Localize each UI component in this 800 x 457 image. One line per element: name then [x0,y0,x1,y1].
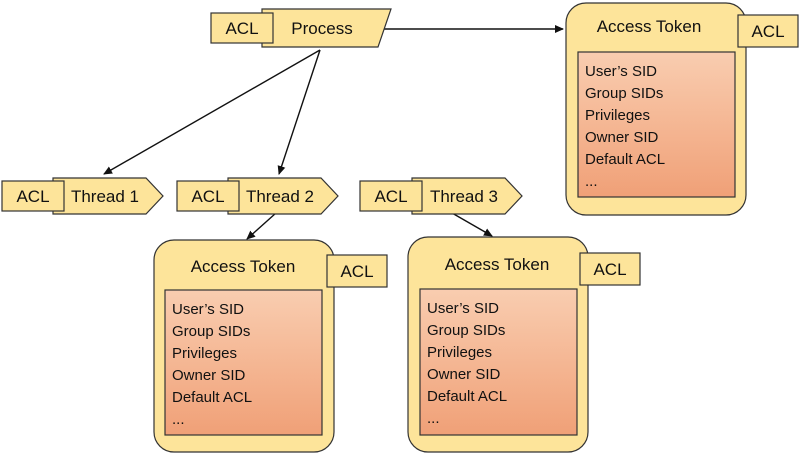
token-1-field-more: ... [585,173,598,190]
token-3-field-group-sids: Group SIDs [427,322,505,339]
process-label: Process [291,19,352,38]
thread-3-acl-label: ACL [374,187,407,206]
token-3-acl-label: ACL [593,260,626,279]
token-1-field-group-sids: Group SIDs [585,85,663,102]
thread-node-2: ACL Thread 2 [176,177,339,215]
token-2-field-more: ... [172,411,185,428]
process-acl-tag [210,12,274,44]
token-2-field-privileges: Privileges [172,345,237,362]
arrow-process-to-thread1 [103,49,321,175]
token-2-title: Access Token [191,257,296,276]
token-3-field-privileges: Privileges [427,344,492,361]
thread-2-acl-tag [176,180,240,212]
token-1-acl-label: ACL [751,22,784,41]
process-node: ACL Process [210,8,392,48]
thread-1-label: Thread 1 [71,187,139,206]
access-token-thread-2: Access Token ACL User’s SID Group SIDs P… [153,239,388,453]
thread-1-acl-tag [1,180,65,212]
token-3-field-default-acl: Default ACL [427,388,507,405]
thread-1-acl-label: ACL [16,187,49,206]
thread-3-label: Thread 3 [430,187,498,206]
token-1-fields-box [577,51,736,198]
thread-node-1: ACL Thread 1 [1,177,164,215]
arrow-thread3-to-token [451,212,493,237]
token-1-title: Access Token [597,17,702,36]
thread-2-label: Thread 2 [246,187,314,206]
token-1-field-user-sid: User’s SID [585,63,657,80]
process-acl-label: ACL [225,19,258,38]
token-1-field-owner-sid: Owner SID [585,129,659,146]
token-2-fields-box [164,289,323,436]
access-token-process: Access Token ACL User’s SID Group SIDs P… [565,2,799,216]
token-3-field-user-sid: User’s SID [427,300,499,317]
arrow-process-to-thread2 [277,49,321,175]
thread-node-3: ACL Thread 3 [359,177,523,215]
token-3-field-more: ... [427,410,440,427]
connectors [103,25,564,240]
token-3-field-owner-sid: Owner SID [427,366,501,383]
token-1-acl-tag [737,14,799,48]
thread-3-acl-tag [359,180,423,212]
token-2-acl-label: ACL [340,262,373,281]
token-1-field-privileges: Privileges [585,107,650,124]
token-3-fields-box [419,288,578,436]
arrow-thread2-to-token [246,212,277,240]
token-2-field-owner-sid: Owner SID [172,367,246,384]
token-2-field-group-sids: Group SIDs [172,323,250,340]
token-1-field-default-acl: Default ACL [585,151,665,168]
thread-2-acl-label: ACL [191,187,224,206]
token-3-title: Access Token [445,255,550,274]
token-3-acl-tag [579,252,641,286]
token-2-field-user-sid: User’s SID [172,301,244,318]
token-2-field-default-acl: Default ACL [172,389,252,406]
token-2-acl-tag [326,254,388,288]
access-token-thread-3: Access Token ACL User’s SID Group SIDs P… [407,236,641,453]
